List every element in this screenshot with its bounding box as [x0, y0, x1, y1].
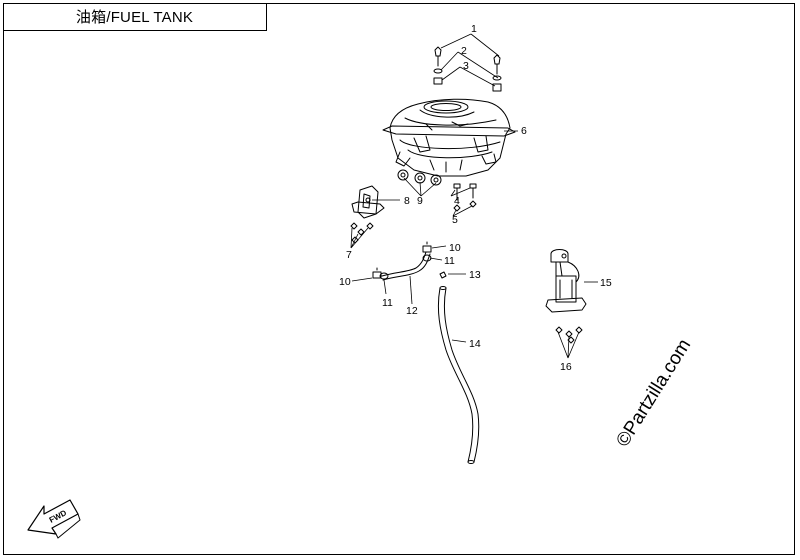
bushing-part-3[interactable] [433, 77, 502, 92]
bracket-part-8[interactable] [351, 185, 385, 219]
rubber-mount-part-9[interactable] [397, 169, 442, 186]
callout-7: 7 [346, 249, 352, 261]
callout-15: 15 [600, 277, 612, 289]
title-box: 油箱/FUEL TANK [3, 3, 267, 31]
diagram-title: 油箱/FUEL TANK [75, 9, 194, 26]
callout-3: 3 [463, 60, 469, 72]
callout-11-upper: 11 [444, 255, 455, 267]
screw-part-16[interactable] [555, 326, 583, 344]
fuel-hose-part-12[interactable] [381, 251, 431, 281]
bolt-part-4[interactable] [453, 183, 477, 201]
diagram-frame [3, 3, 795, 555]
breather-hose-part-14[interactable] [437, 286, 480, 464]
callout-12: 12 [406, 305, 418, 317]
clip-part-13[interactable] [439, 271, 447, 279]
callout-8: 8 [404, 195, 410, 207]
fuel-pump-part-15[interactable] [545, 249, 587, 313]
bolt-part-1[interactable] [434, 46, 501, 75]
forward-arrow-icon: FWD [27, 499, 81, 539]
hose-clamp-part-10[interactable] [372, 241, 432, 279]
callout-1: 1 [471, 23, 477, 35]
callout-13: 13 [469, 269, 481, 281]
washer-part-2[interactable] [433, 68, 502, 81]
bolt-part-7[interactable] [350, 222, 374, 244]
callout-10-upper: 10 [449, 242, 461, 254]
callout-16: 16 [560, 361, 572, 373]
callout-14: 14 [469, 338, 481, 350]
callout-2: 2 [461, 45, 467, 57]
callout-5: 5 [452, 214, 458, 226]
callout-6: 6 [521, 125, 527, 137]
callout-4: 4 [454, 195, 460, 207]
leader-lines [350, 33, 598, 359]
watermark: ©Partzilla.com [612, 335, 695, 450]
fuel-tank-part-6[interactable] [382, 98, 516, 177]
callout-9: 9 [417, 195, 423, 207]
callout-10-lower: 10 [339, 276, 351, 288]
callout-11-lower: 11 [382, 297, 393, 309]
